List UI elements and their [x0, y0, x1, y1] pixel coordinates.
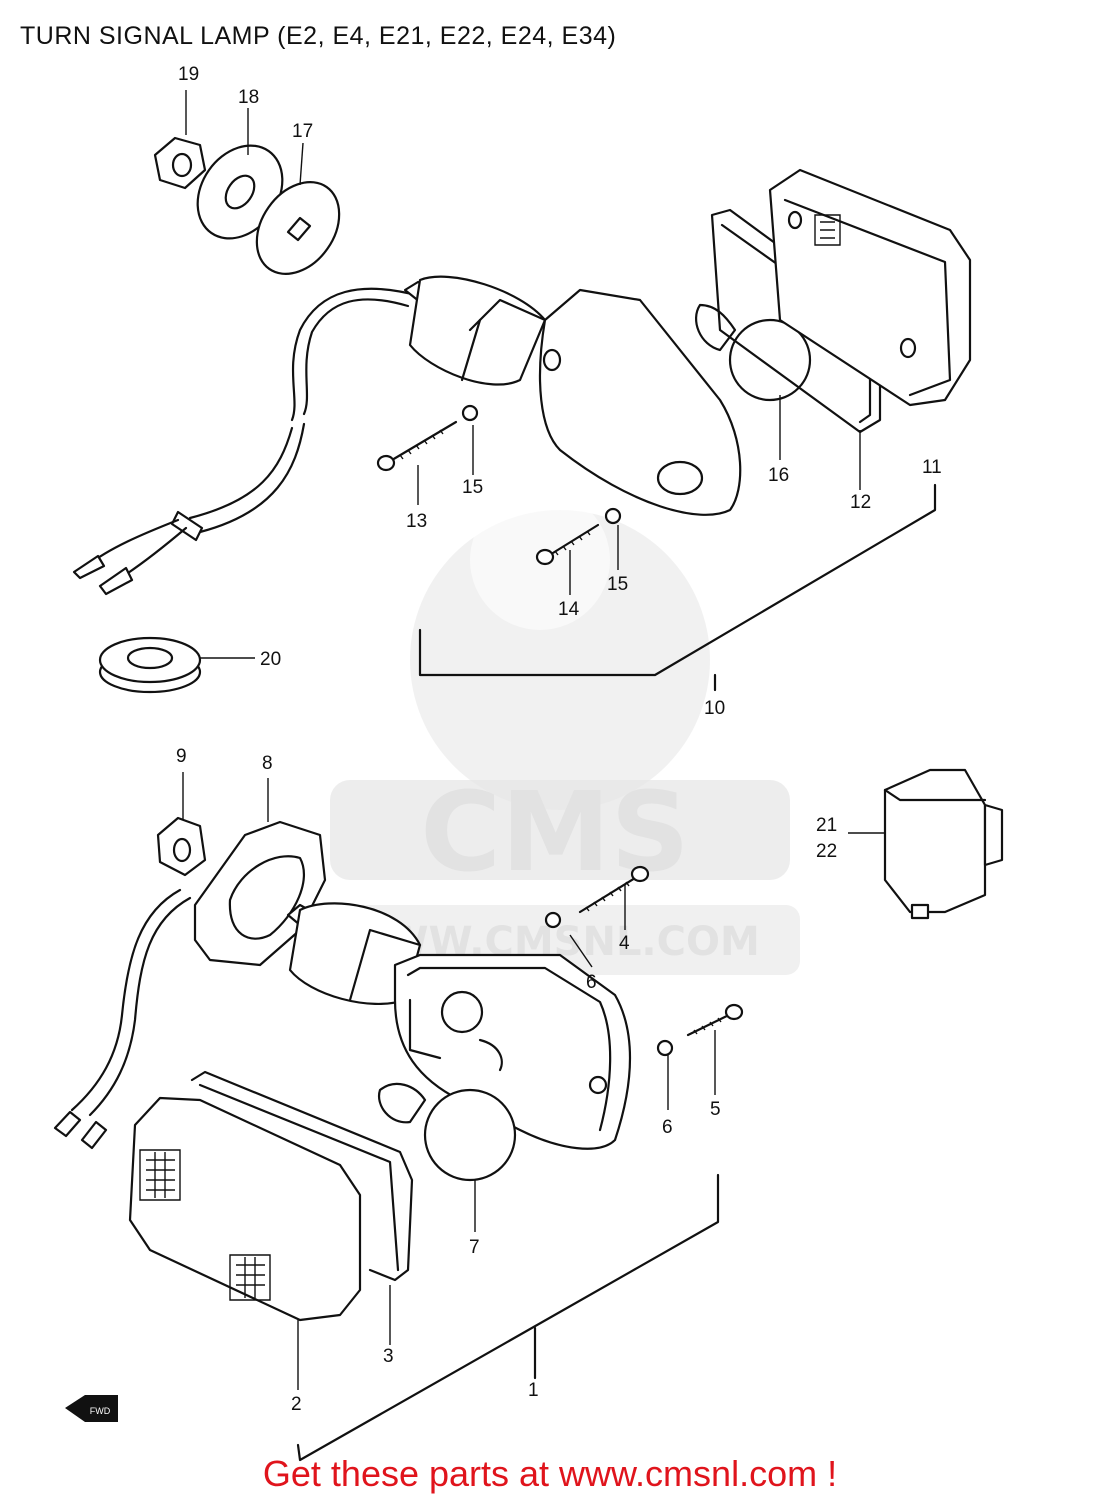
callout-14: 14 [558, 599, 580, 620]
callout-labels: 19 18 17 16 12 11 13 15 14 15 20 10 9 8 … [176, 64, 942, 1415]
relay-icon [848, 768, 1004, 920]
callout-9: 9 [176, 746, 187, 767]
fwd-label: FWD [90, 1406, 111, 1416]
nut-icon [656, 1039, 674, 1057]
connector-icon [72, 554, 106, 580]
nut-icon [461, 404, 479, 422]
nut-icon [604, 507, 622, 525]
callout-1: 1 [528, 1380, 539, 1401]
callout-16: 16 [768, 465, 789, 486]
callout-22: 22 [816, 841, 837, 862]
connector-icon [53, 1110, 82, 1138]
lower-lamp-assembly [53, 816, 744, 1462]
nut-icon [156, 816, 207, 877]
footer-link[interactable]: Get these parts at www.cmsnl.com ! [262, 1453, 838, 1494]
wire-harness [290, 287, 422, 422]
callout-18: 18 [238, 87, 259, 108]
upper-lamp-assembly [72, 136, 972, 694]
diagram-title: TURN SIGNAL LAMP (E2, E4, E21, E22, E24,… [20, 22, 617, 50]
screw-icon [546, 523, 600, 558]
callout-6a: 6 [586, 972, 597, 993]
lamp-housing-icon [393, 953, 632, 1150]
gasket-icon [190, 1070, 414, 1282]
callout-3: 3 [383, 1346, 394, 1367]
callout-17: 17 [292, 121, 313, 142]
connector-icon [80, 1120, 108, 1150]
callout-5: 5 [710, 1099, 721, 1120]
bulb-icon [377, 1082, 517, 1182]
callout-19: 19 [178, 64, 199, 85]
grommet-icon [98, 636, 202, 694]
connector-icon [98, 566, 134, 596]
callout-4: 4 [619, 933, 630, 954]
callout-15a: 15 [462, 477, 483, 498]
callout-21: 21 [816, 815, 837, 836]
callout-13: 13 [406, 511, 427, 532]
nut-icon [544, 911, 562, 929]
callout-20: 20 [260, 649, 281, 670]
callout-7: 7 [469, 1237, 480, 1258]
callout-12: 12 [850, 492, 871, 513]
callout-2: 2 [291, 1394, 302, 1415]
lens-icon [768, 168, 972, 407]
washer-icon [255, 181, 341, 275]
lamp-housing-icon [538, 288, 742, 516]
forward-arrow-icon: FWD [65, 1395, 118, 1422]
callout-8: 8 [262, 753, 273, 774]
callout-6b: 6 [662, 1117, 673, 1138]
gasket-icon [710, 208, 882, 434]
callout-10: 10 [704, 698, 725, 719]
screw-icon [578, 873, 642, 914]
callout-15b: 15 [607, 574, 628, 595]
lens-icon [128, 1096, 362, 1322]
callout-11: 11 [922, 457, 942, 478]
nut-icon [153, 136, 207, 190]
watermark-brand: CMS [420, 768, 689, 896]
